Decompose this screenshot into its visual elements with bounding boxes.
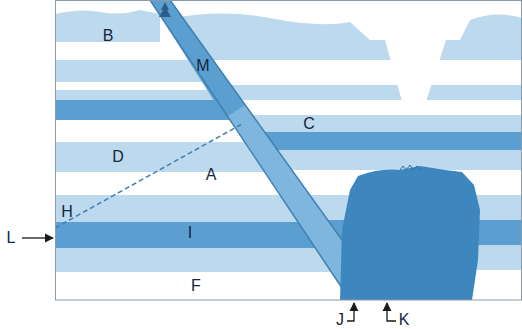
part-label: L	[7, 230, 16, 246]
intrusion	[340, 166, 480, 300]
part-label: C	[303, 116, 315, 132]
dyke-upper	[150, 0, 245, 118]
leader-arrow	[387, 303, 396, 321]
part-label: M	[196, 58, 209, 74]
unconformity-line	[55, 124, 242, 228]
leader-arrow	[347, 303, 354, 321]
intrusion-edge	[400, 165, 420, 170]
leader-arrow	[22, 237, 53, 238]
part-label: F	[191, 278, 201, 294]
part-label: D	[112, 149, 124, 165]
frame	[56, 1, 522, 301]
fault-line	[150, 0, 350, 300]
part-label: K	[399, 312, 410, 328]
part-label: A	[206, 167, 217, 183]
tree-symbol	[159, 2, 171, 17]
part-label: I	[188, 225, 192, 241]
part-label: B	[103, 28, 114, 44]
part-label: H	[61, 204, 73, 220]
part-label: J	[336, 312, 344, 328]
